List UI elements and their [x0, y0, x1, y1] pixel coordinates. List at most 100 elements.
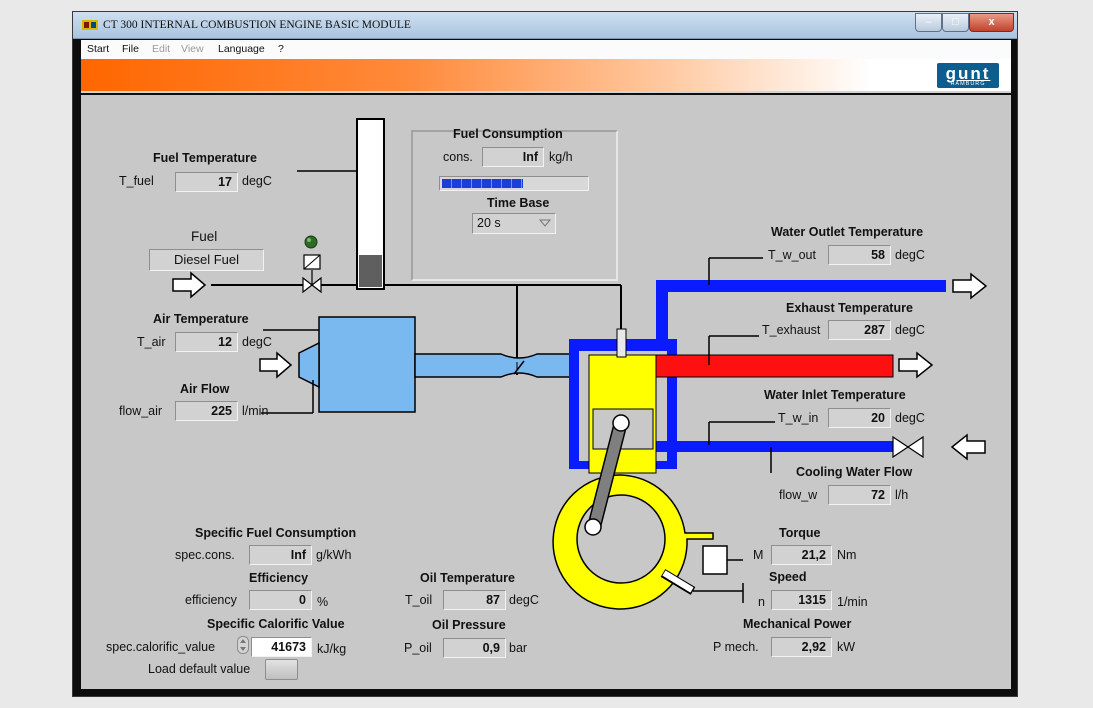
load-default-label: Load default value: [148, 662, 251, 676]
oil-temperature-unit: degC: [509, 593, 539, 607]
oil-pressure-value: 0,9: [443, 638, 506, 658]
dropdown-arrow-icon: [539, 219, 551, 227]
time-base-value: 20 s: [477, 216, 501, 230]
crank-bore: [576, 494, 666, 584]
torque-sensor: [702, 545, 728, 575]
calorific-value-title: Specific Calorific Value: [207, 617, 345, 631]
cooling-flow-value: 72: [828, 485, 891, 505]
air-flow-label: flow_air: [119, 404, 163, 418]
speed-value: 1315: [771, 590, 832, 610]
fuel-title: Fuel: [191, 229, 218, 244]
torque-label: M: [753, 548, 764, 562]
air-flow-value: 225: [175, 401, 238, 421]
time-base-dropdown[interactable]: 20 s: [472, 213, 556, 234]
fuel-consumption-title: Fuel Consumption: [453, 127, 563, 141]
calorific-spinner-icon[interactable]: [237, 636, 249, 654]
menu-help[interactable]: ?: [278, 43, 284, 55]
calorific-value-input[interactable]: 41673: [251, 637, 312, 657]
fuel-consumption-unit: kg/h: [549, 150, 573, 164]
water-inlet-unit: degC: [895, 411, 925, 425]
fuel-type-display: Diesel Fuel: [149, 249, 264, 271]
minimize-button[interactable]: –: [915, 13, 942, 32]
fuel-consumption-label: cons.: [443, 150, 473, 164]
air-arrow-icon: [259, 351, 293, 379]
fuel-arrow-icon: [172, 271, 207, 299]
water-in-arrow-icon: [950, 433, 986, 461]
water-outlet-value: 58: [828, 245, 891, 265]
mechanical-power-unit: kW: [837, 640, 856, 654]
mechanical-power-title: Mechanical Power: [743, 617, 852, 631]
water-inlet-value: 20: [828, 408, 891, 428]
maximize-button[interactable]: □: [942, 13, 969, 32]
logo-text: gunt: [945, 64, 991, 83]
title-bar[interactable]: CT 300 INTERNAL COMBUSTION ENGINE BASIC …: [73, 12, 1017, 39]
spec-fuel-consumption-title: Specific Fuel Consumption: [195, 526, 357, 540]
oil-pressure-label: P_oil: [404, 641, 432, 655]
cooling-flow-title: Cooling Water Flow: [796, 465, 913, 479]
exhaust-temperature-value: 287: [828, 320, 891, 340]
water-out-arrow-icon: [952, 272, 988, 300]
spec-fuel-consumption-label: spec.cons.: [175, 548, 235, 562]
water-outlet-unit: degC: [895, 248, 925, 262]
menu-file[interactable]: File: [122, 43, 139, 55]
menu-language[interactable]: Language: [218, 43, 265, 55]
menu-edit[interactable]: Edit: [152, 43, 171, 55]
fuel-temperature-unit: degC: [242, 174, 272, 188]
application-window: CT 300 INTERNAL COMBUSTION ENGINE BASIC …: [72, 11, 1018, 697]
coolant-outlet-pipe: [656, 280, 946, 292]
torque-unit: Nm: [837, 548, 857, 562]
oil-temperature-label: T_oil: [405, 593, 433, 607]
torque-title: Torque: [779, 526, 821, 540]
water-inlet-title: Water Inlet Temperature: [764, 388, 906, 402]
fuel-level-indicator: [359, 255, 382, 287]
progress-fill: [442, 179, 523, 188]
fuel-temperature-value: 17: [175, 172, 238, 192]
fuel-consumption-progress-bar: [439, 176, 589, 191]
air-temperature-unit: degC: [242, 335, 272, 349]
menu-bar: Start File Edit View Language ?: [81, 40, 1011, 59]
calorific-value-label: spec.calorific_value: [106, 640, 216, 654]
time-base-title: Time Base: [487, 196, 550, 210]
air-temperature-label: T_air: [137, 335, 166, 349]
oil-pressure-title: Oil Pressure: [432, 618, 506, 632]
exhaust-temperature-label: T_exhaust: [762, 323, 821, 337]
mechanical-power-label: P mech.: [713, 640, 759, 654]
air-flow-unit: l/min: [242, 404, 269, 418]
close-button[interactable]: x: [969, 13, 1014, 32]
exhaust-arrow-icon: [898, 351, 934, 379]
window-title: CT 300 INTERNAL COMBUSTION ENGINE BASIC …: [103, 19, 411, 31]
air-temperature-title: Air Temperature: [153, 312, 249, 326]
fuel-temperature-title: Fuel Temperature: [153, 151, 257, 165]
water-outlet-label: T_w_out: [768, 248, 816, 262]
air-inlet-nozzle: [298, 341, 320, 389]
logo-subtitle: HAMBURG: [950, 81, 986, 87]
cooling-flow-label: flow_w: [779, 488, 818, 502]
gunt-logo: gunt HAMBURG: [937, 63, 999, 88]
engine-panel: Fuel Temperature T_fuel 17 degC Fuel Die…: [81, 95, 1011, 689]
air-temperature-value: 12: [175, 332, 238, 352]
oil-temperature-title: Oil Temperature: [420, 571, 515, 585]
brand-banner: gunt HAMBURG: [81, 59, 1011, 93]
exhaust-temperature-unit: degC: [895, 323, 925, 337]
intake-pipe: [414, 353, 590, 378]
water-inlet-label: T_w_in: [778, 411, 819, 425]
load-default-button[interactable]: [265, 659, 298, 680]
menu-start[interactable]: Start: [87, 43, 110, 55]
water-outlet-title: Water Outlet Temperature: [771, 225, 924, 239]
injector: [616, 328, 627, 358]
spec-fuel-consumption-value: Inf: [249, 545, 312, 565]
air-box: [318, 316, 416, 413]
torque-value: 21,2: [771, 545, 832, 565]
air-flow-title: Air Flow: [180, 382, 230, 396]
menu-view[interactable]: View: [181, 43, 204, 55]
valve-indicator-led: [304, 235, 318, 249]
spec-fuel-consumption-unit: g/kWh: [316, 548, 352, 562]
speed-title: Speed: [769, 570, 807, 584]
speed-label: n: [758, 595, 765, 609]
efficiency-unit: %: [317, 595, 329, 609]
oil-pressure-unit: bar: [509, 641, 528, 655]
fuel-temperature-label: T_fuel: [119, 174, 154, 188]
coolant-inlet-pipe: [656, 441, 896, 452]
app-icon: [82, 20, 98, 30]
calorific-value-unit: kJ/kg: [317, 642, 347, 656]
